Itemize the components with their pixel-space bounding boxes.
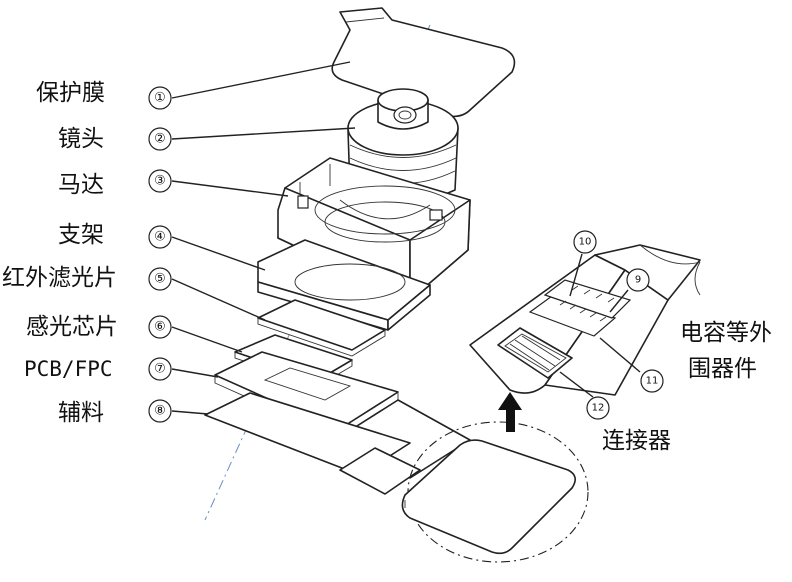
svg-text:9: 9 bbox=[635, 275, 641, 286]
leader-9 bbox=[609, 289, 629, 313]
leader-5 bbox=[171, 278, 266, 321]
callout-number-3: ③ bbox=[148, 169, 172, 193]
leader-7 bbox=[171, 368, 219, 378]
label-connector: 连接器 bbox=[602, 428, 671, 454]
svg-text:⑤: ⑤ bbox=[154, 272, 166, 287]
holder-part bbox=[257, 239, 431, 331]
svg-text:11: 11 bbox=[646, 376, 659, 387]
svg-text:②: ② bbox=[154, 132, 166, 147]
label-ir-filter: 红外滤光片 bbox=[2, 265, 117, 291]
svg-text:⑥: ⑥ bbox=[154, 320, 166, 335]
label-passive-components-line2: 围器件 bbox=[688, 356, 757, 382]
leader-1 bbox=[171, 61, 351, 99]
svg-text:10: 10 bbox=[579, 237, 592, 248]
label-protective-film: 保护膜 bbox=[36, 80, 105, 106]
callout-number-9: 9 bbox=[626, 268, 650, 292]
leader-8 bbox=[171, 410, 209, 415]
callout-number-7: ⑦ bbox=[148, 357, 172, 381]
callout-number-12: 12 bbox=[586, 396, 610, 420]
leader-11 bbox=[599, 337, 641, 373]
direction-arrow bbox=[498, 392, 522, 432]
leader-12 bbox=[559, 371, 594, 398]
leader-2 bbox=[171, 127, 356, 140]
auxiliary-part bbox=[204, 392, 421, 495]
label-passive-components-line1: 电容等外 bbox=[680, 320, 772, 346]
callout-number-8: ⑧ bbox=[148, 399, 172, 423]
label-pcb-fpc: PCB/FPC bbox=[24, 357, 113, 381]
label-auxiliary: 辅料 bbox=[58, 400, 104, 426]
callout-number-4: ④ bbox=[148, 225, 172, 249]
leader-10 bbox=[569, 253, 583, 297]
svg-text:⑧: ⑧ bbox=[154, 404, 166, 419]
label-sensor: 感光芯片 bbox=[26, 314, 118, 340]
flex-tail-callout bbox=[401, 421, 589, 563]
callout-number-11: 11 bbox=[640, 369, 664, 393]
svg-text:⑦: ⑦ bbox=[154, 362, 166, 377]
callout-number-1: ① bbox=[148, 86, 172, 110]
svg-text:12: 12 bbox=[592, 403, 605, 414]
svg-text:③: ③ bbox=[154, 174, 166, 189]
label-holder: 支架 bbox=[58, 222, 104, 248]
connector-detail-board bbox=[469, 244, 701, 396]
svg-text:④: ④ bbox=[154, 230, 166, 245]
label-motor: 马达 bbox=[58, 172, 104, 198]
callout-number-10: 10 bbox=[573, 230, 597, 254]
leader-3 bbox=[171, 180, 289, 197]
protective-film-tab-edge bbox=[345, 17, 385, 23]
protective-film-part bbox=[331, 7, 516, 118]
label-lens: 镜头 bbox=[58, 126, 104, 152]
svg-text:①: ① bbox=[154, 91, 166, 106]
callout-number-2: ② bbox=[148, 127, 172, 151]
leader-4 bbox=[171, 236, 266, 271]
ir-filter-part bbox=[257, 299, 386, 357]
callout-number-6: ⑥ bbox=[148, 315, 172, 339]
leader-6 bbox=[171, 326, 243, 353]
callout-number-5: ⑤ bbox=[148, 267, 172, 291]
